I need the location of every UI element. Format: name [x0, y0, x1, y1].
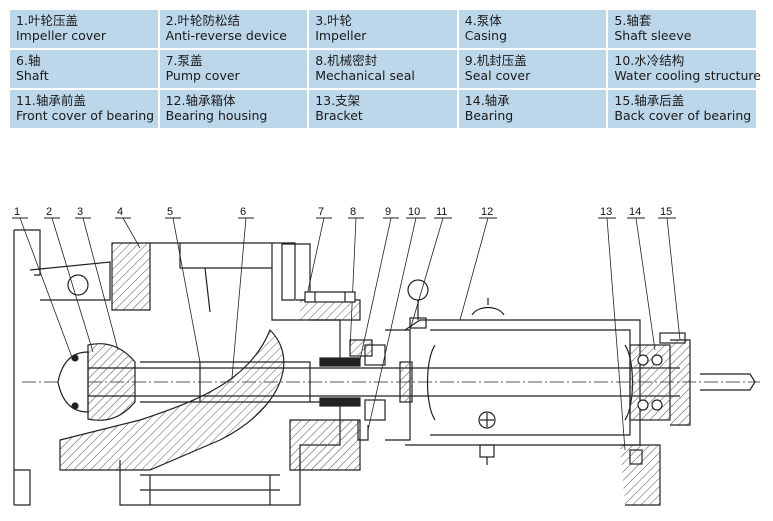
callout-label: 14: [629, 206, 641, 218]
callout-label: 12: [481, 206, 493, 218]
pump-cross-section-drawing: 1 2 3 4 5 6 7 8 9 10 11 12 13 14 15: [12, 206, 760, 506]
callout-label: 6: [240, 206, 246, 218]
callout-label: 4: [117, 206, 123, 218]
callout-label: 11: [436, 206, 447, 218]
callout-label: 9: [385, 206, 391, 218]
callout-label: 5: [167, 206, 173, 218]
callout-label: 10: [408, 206, 420, 218]
callout-label: 2: [46, 206, 52, 218]
callout-label: 3: [77, 206, 83, 218]
callout-label: 1: [14, 206, 20, 218]
callout-labels: 1 2 3 4 5 6 7 8 9 10 11 12 13 14 15: [14, 206, 672, 218]
leader-lines: [19, 217, 681, 451]
callout-label: 15: [660, 206, 672, 218]
callout-label: 8: [350, 206, 356, 218]
callout-label: 7: [318, 206, 324, 218]
pump-outline: [13, 229, 760, 506]
callout-label: 13: [600, 206, 612, 218]
